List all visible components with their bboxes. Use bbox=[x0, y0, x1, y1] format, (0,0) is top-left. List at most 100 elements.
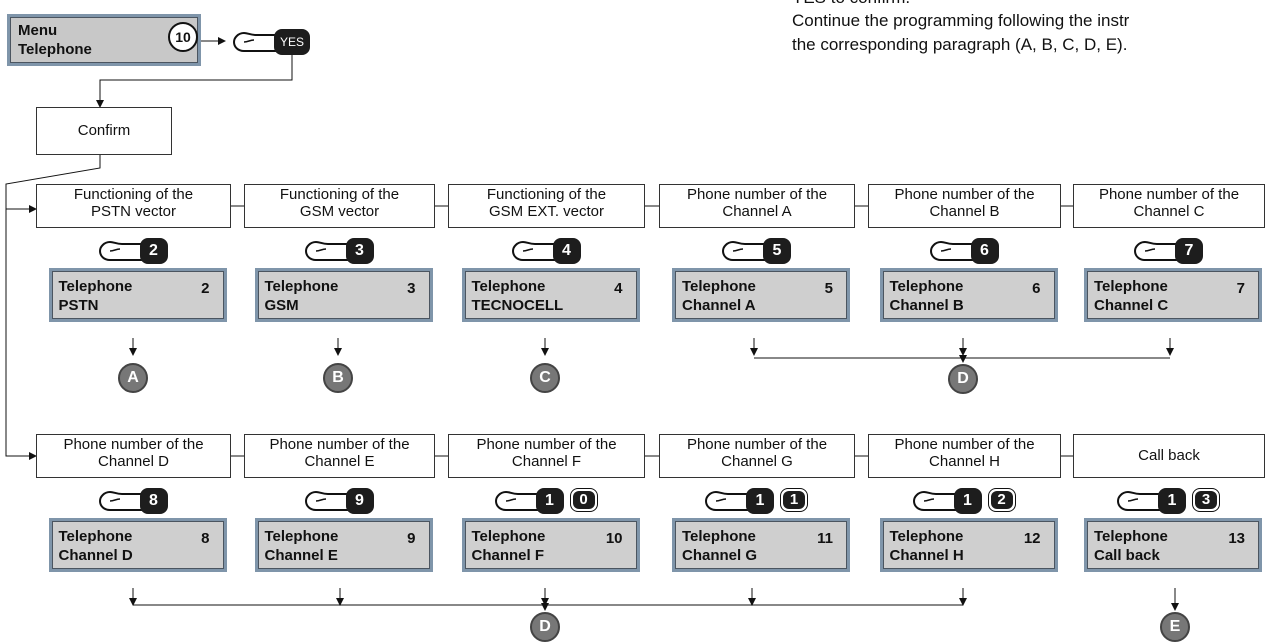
step-label-line2: Channel A bbox=[722, 203, 792, 220]
number-key[interactable]: 6 bbox=[970, 238, 999, 264]
display-line1: Telephone bbox=[1094, 528, 1168, 545]
key-press-6[interactable]: 6 bbox=[927, 238, 1011, 264]
key-press-7[interactable]: 7 bbox=[1131, 238, 1215, 264]
step-label-line2: Channel G bbox=[721, 453, 793, 470]
yes-key-press[interactable]: YES bbox=[230, 29, 312, 55]
step-label-line1: Functioning of the bbox=[73, 186, 194, 203]
number-key[interactable]: 2 bbox=[139, 238, 168, 264]
number-key[interactable]: 5 bbox=[763, 238, 791, 264]
display-line1: Telephone bbox=[1094, 278, 1168, 295]
number-key[interactable]: 1 bbox=[746, 488, 774, 514]
result-circle-d[interactable]: D bbox=[948, 364, 978, 394]
number-key[interactable]: 1 bbox=[1158, 488, 1186, 514]
display-number: 3 bbox=[407, 280, 416, 297]
number-key[interactable]: 2 bbox=[987, 488, 1016, 512]
display-number: 12 bbox=[1023, 530, 1041, 547]
step-label-line1: Phone number of the bbox=[1098, 186, 1240, 203]
result-circle-e[interactable]: E bbox=[1160, 612, 1190, 642]
confirm-box: Confirm bbox=[36, 107, 172, 155]
number-key-label: 1 bbox=[783, 491, 805, 509]
key-press-8[interactable]: 8 bbox=[96, 488, 180, 514]
number-key[interactable]: 0 bbox=[569, 488, 598, 512]
step-label-line1: Phone number of the bbox=[686, 186, 828, 203]
display-line2: Channel C bbox=[1094, 297, 1169, 314]
step-label-line1: Functioning of the bbox=[279, 186, 400, 203]
step-label-line1: Functioning of the bbox=[486, 186, 607, 203]
step-label-line2: Channel B bbox=[929, 203, 1000, 220]
number-key[interactable]: 9 bbox=[345, 488, 374, 514]
display-line2: GSM bbox=[264, 297, 299, 314]
display-line1: Telephone bbox=[264, 528, 339, 545]
display-line1: Telephone bbox=[682, 278, 756, 295]
step-label-line1: Call back bbox=[1138, 447, 1200, 464]
display-line2: Call back bbox=[1094, 547, 1160, 564]
step-label-line1: Phone number of the bbox=[63, 436, 204, 453]
number-key-label: 0 bbox=[572, 491, 595, 509]
display-line2: PSTN bbox=[58, 297, 99, 314]
pointing-hand-icon bbox=[232, 31, 279, 52]
display-line1: Telephone bbox=[58, 278, 133, 295]
pointing-hand-icon bbox=[929, 240, 976, 261]
number-key[interactable]: 3 bbox=[345, 238, 374, 264]
result-circle-d[interactable]: D bbox=[530, 612, 560, 642]
step-label-line2: Channel C bbox=[1133, 203, 1205, 220]
step-label-line1: Phone number of the bbox=[269, 436, 410, 453]
display-line2: TECNOCELL bbox=[471, 297, 564, 314]
pointing-hand-icon bbox=[98, 490, 145, 511]
result-circle-b[interactable]: B bbox=[323, 363, 353, 393]
number-key[interactable]: 3 bbox=[1192, 488, 1220, 512]
key-press-4[interactable]: 4 bbox=[509, 238, 593, 264]
number-key[interactable]: 1 bbox=[953, 488, 982, 514]
key-press-5[interactable]: 5 bbox=[719, 238, 803, 264]
result-circle-c[interactable]: C bbox=[530, 363, 560, 393]
display-line2: Channel D bbox=[58, 547, 133, 564]
yes-key[interactable]: YES bbox=[274, 29, 310, 55]
display-number: 9 bbox=[407, 530, 416, 547]
pointing-hand-icon bbox=[98, 240, 145, 261]
number-key[interactable]: 4 bbox=[552, 238, 581, 264]
number-key[interactable]: 8 bbox=[139, 488, 168, 514]
display-number: 6 bbox=[1032, 280, 1041, 297]
number-key[interactable]: 7 bbox=[1175, 238, 1203, 264]
display-number: 8 bbox=[201, 530, 210, 547]
intro-text-line2: Continue the programming following the i… bbox=[792, 11, 1130, 30]
display-line2: Channel B bbox=[889, 297, 964, 314]
display-number: 13 bbox=[1228, 530, 1245, 547]
step-label-line1: Phone number of the bbox=[894, 436, 1035, 453]
key-press-9[interactable]: 9 bbox=[302, 488, 386, 514]
display-line2: Channel E bbox=[264, 547, 338, 564]
number-key[interactable]: 1 bbox=[535, 488, 564, 514]
display-number: 2 bbox=[201, 280, 210, 297]
result-circle-a[interactable]: A bbox=[118, 363, 148, 393]
pointing-hand-icon bbox=[721, 240, 768, 261]
key-press-3[interactable]: 3 bbox=[302, 238, 386, 264]
number-key[interactable]: 1 bbox=[780, 488, 808, 512]
step-label-line2: Channel F bbox=[511, 453, 582, 470]
display-line1: Telephone bbox=[471, 528, 546, 545]
pointing-hand-icon bbox=[304, 240, 351, 261]
pointing-hand-icon bbox=[304, 490, 351, 511]
number-key-label: 3 bbox=[1195, 491, 1217, 509]
key-press-2[interactable]: 2 bbox=[96, 238, 180, 264]
display-line2: Channel H bbox=[889, 547, 964, 564]
